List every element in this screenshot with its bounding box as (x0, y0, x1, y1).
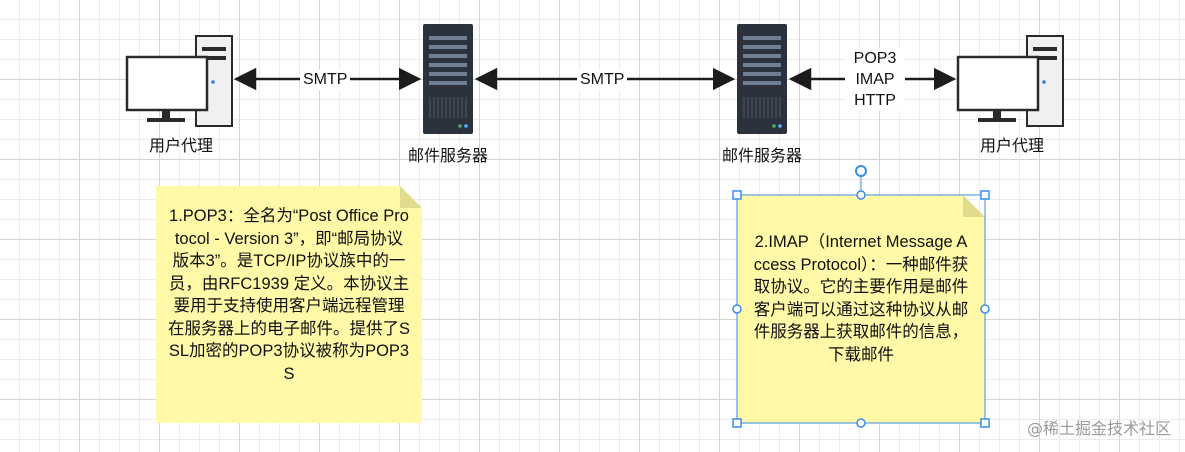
connector-label-retrieval: POP3 IMAP HTTP (845, 48, 905, 111)
mail-server-left-label: 邮件服务器 (407, 148, 488, 165)
connector-label-smtp-middle: SMTP (577, 70, 628, 90)
note-imap-shape[interactable] (737, 195, 985, 423)
note-pop3-text: 1.POP3：全名为“Post Office Protocol - Versio… (168, 207, 411, 383)
user-agent-right-label: 用户代理 (979, 138, 1044, 155)
note-pop3-shape[interactable] (156, 186, 422, 423)
resize-handles[interactable] (732, 190, 990, 428)
mail-server-left-icon[interactable] (423, 24, 473, 134)
protocol-pop3: POP3 (853, 50, 897, 67)
mail-server-right-label: 邮件服务器 (721, 148, 802, 165)
rotate-handle[interactable] (855, 165, 867, 177)
mail-server-right-icon[interactable] (737, 24, 787, 134)
user-agent-left-label: 用户代理 (148, 138, 213, 155)
user-agent-left-icon[interactable] (125, 35, 233, 127)
protocol-imap: IMAP (855, 71, 895, 88)
connector-label-smtp-left: SMTP (300, 70, 351, 90)
note-imap-text: 2.IMAP（Internet Message Access Protocol）… (753, 233, 969, 364)
protocol-http: HTTP (854, 92, 896, 109)
watermark: @稀土掘金技术社区 (1026, 419, 1171, 438)
user-agent-right-icon[interactable] (956, 35, 1064, 127)
